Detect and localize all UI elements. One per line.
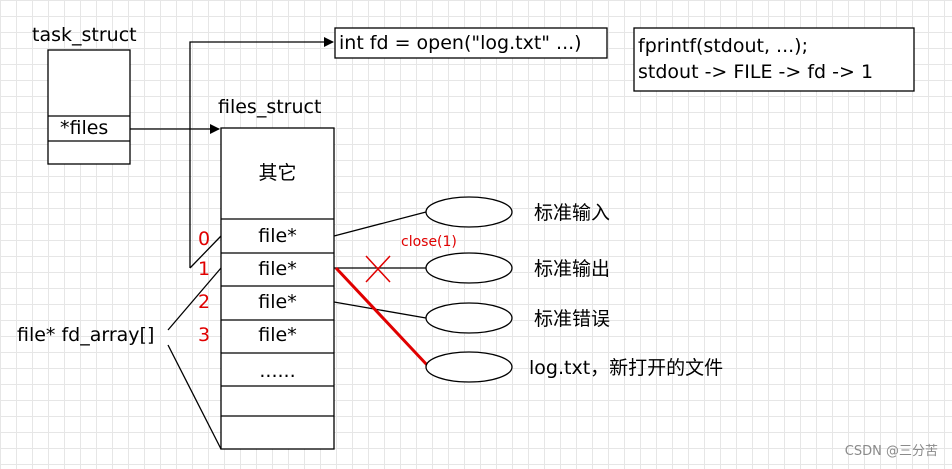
logfile-link — [334, 266, 430, 368]
stdin-file — [425, 196, 513, 228]
close-cross-icon — [365, 255, 391, 283]
fprintf-line-2: stdout -> FILE -> fd -> 1 — [638, 61, 874, 83]
files-struct-title: files_struct — [218, 96, 322, 118]
fd-slot-3: file* — [258, 324, 297, 346]
task-struct-title: task_struct — [32, 24, 137, 46]
stderr-file — [425, 302, 513, 334]
fd-slot-0: file* — [258, 225, 297, 247]
open-call-text: int fd = open("log.txt" ...) — [339, 32, 582, 54]
stdin-label: 标准输入 — [534, 202, 611, 224]
log-file — [425, 351, 513, 383]
other-fields-label: 其它 — [258, 162, 297, 184]
watermark: CSDN @三分苦 — [844, 444, 938, 459]
fprintf-line-1: fprintf(stdout, ...); — [638, 35, 808, 57]
log-file-label: log.txt，新打开的文件 — [529, 357, 724, 379]
fd-array-bracket-bottom — [167, 344, 222, 450]
stderr-label: 标准错误 — [534, 308, 611, 330]
task-struct-box — [47, 49, 131, 165]
fprintf-box — [633, 27, 915, 92]
open-call-box — [334, 27, 608, 59]
fd-index-3: 3 — [198, 324, 211, 346]
fd-array-label: file* fd_array[] — [17, 324, 155, 346]
fd-slot-2: file* — [258, 291, 297, 313]
open-return-arrow — [189, 37, 334, 268]
stdout-label: 标准输出 — [534, 258, 611, 280]
fd-array-bracket-top — [167, 267, 222, 331]
fd-slot-ellipsis: ...... — [259, 360, 296, 382]
fd-index-0: 0 — [198, 228, 211, 250]
fd-slot-1: file* — [258, 258, 297, 280]
stdin-link — [333, 211, 427, 237]
stderr-link — [333, 301, 427, 319]
fd-slot-link — [189, 235, 222, 269]
stdout-file — [425, 252, 513, 284]
fd-index-1: 1 — [198, 258, 211, 280]
files-struct-box — [220, 127, 335, 450]
close-label: close(1) — [401, 234, 457, 250]
fd-index-2: 2 — [198, 291, 211, 313]
files-field-label: *files — [60, 117, 109, 139]
